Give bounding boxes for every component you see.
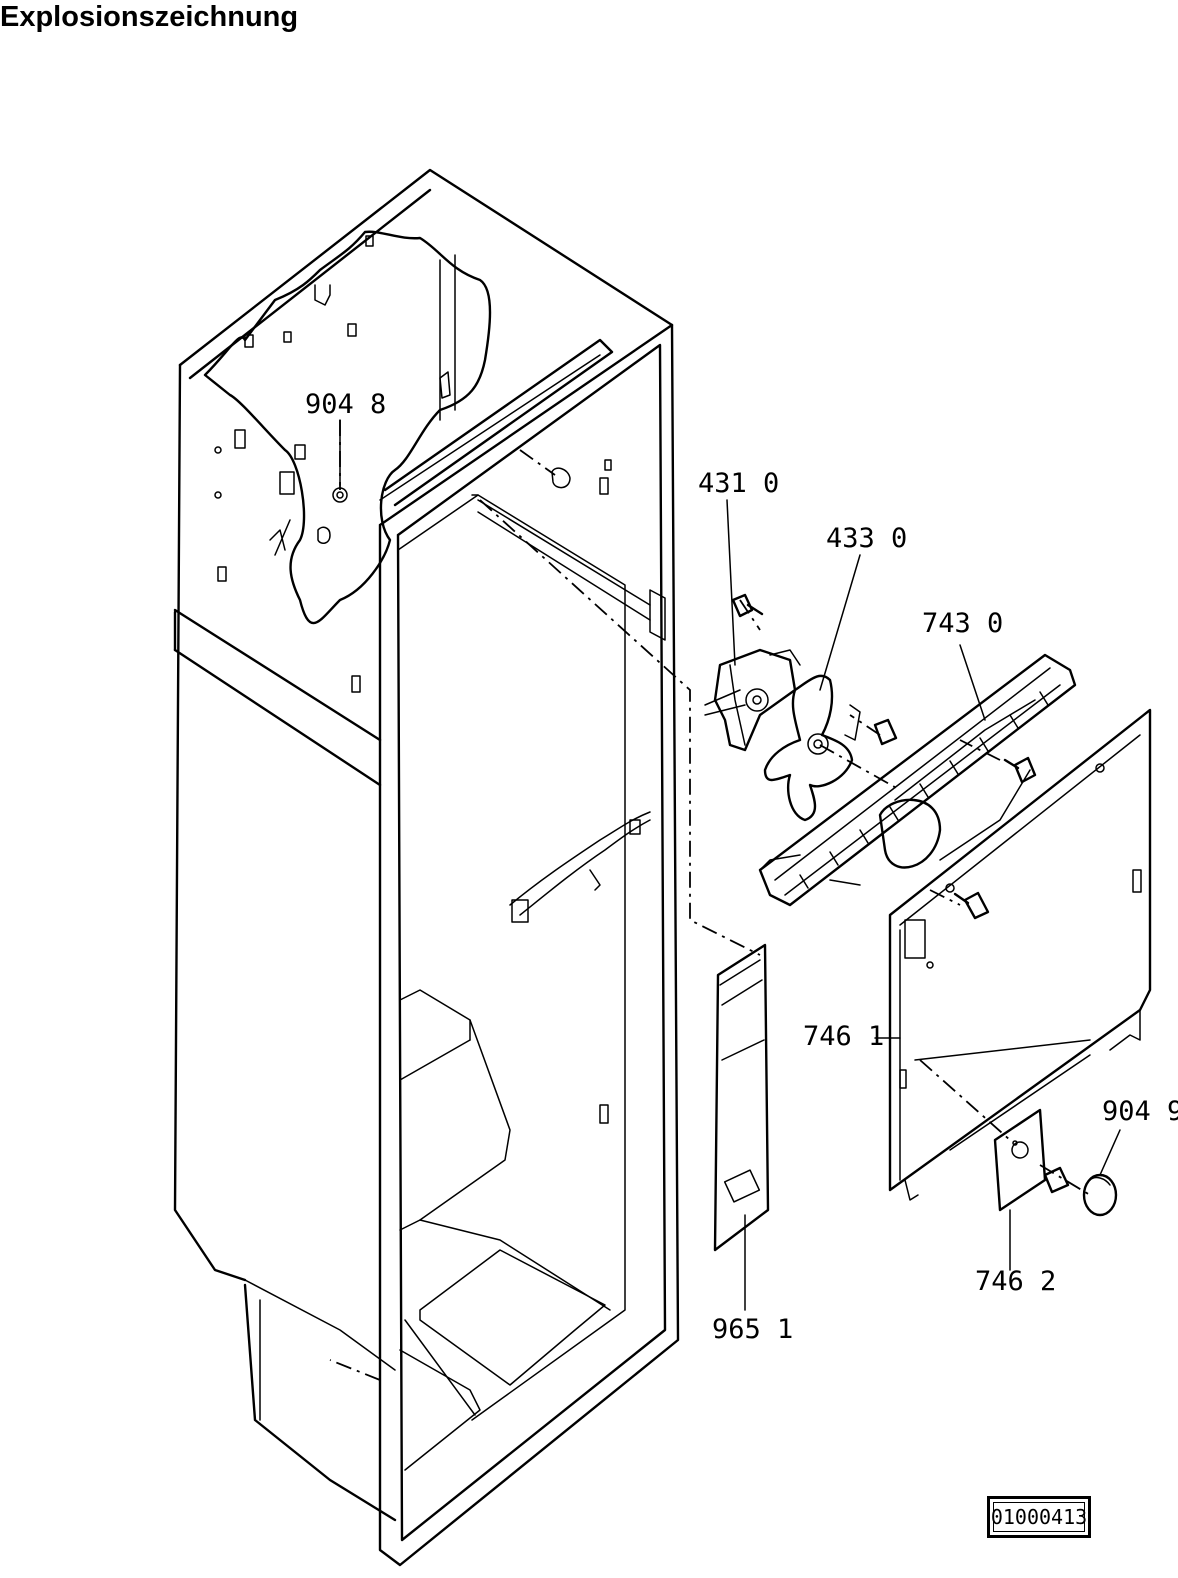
cover-panel	[874, 708, 1152, 1201]
label-743-0: 743 0	[922, 608, 1003, 639]
fan-blade	[763, 674, 898, 822]
fan-shroud	[758, 653, 1077, 907]
cap	[1082, 1173, 1118, 1217]
label-746-1: 746 1	[803, 1021, 884, 1052]
label-431-0: 431 0	[698, 468, 779, 499]
leader-lines	[339, 419, 1121, 1311]
light-cover	[713, 943, 770, 1252]
fan-motor	[704, 593, 801, 752]
assembly-lines	[329, 420, 1091, 1381]
label-746-2: 746 2	[975, 1266, 1056, 1297]
label-904-8: 904 8	[305, 389, 386, 420]
label-433-0: 433 0	[826, 523, 907, 554]
document-number: 01000413	[987, 1496, 1091, 1538]
small-cover-plate	[993, 1108, 1070, 1212]
page-title: Explosionszeichnung	[0, 1, 299, 33]
label-904-9: 904 9	[1102, 1096, 1178, 1127]
cabinet-body	[173, 168, 680, 1567]
label-965-1: 965 1	[712, 1314, 793, 1345]
